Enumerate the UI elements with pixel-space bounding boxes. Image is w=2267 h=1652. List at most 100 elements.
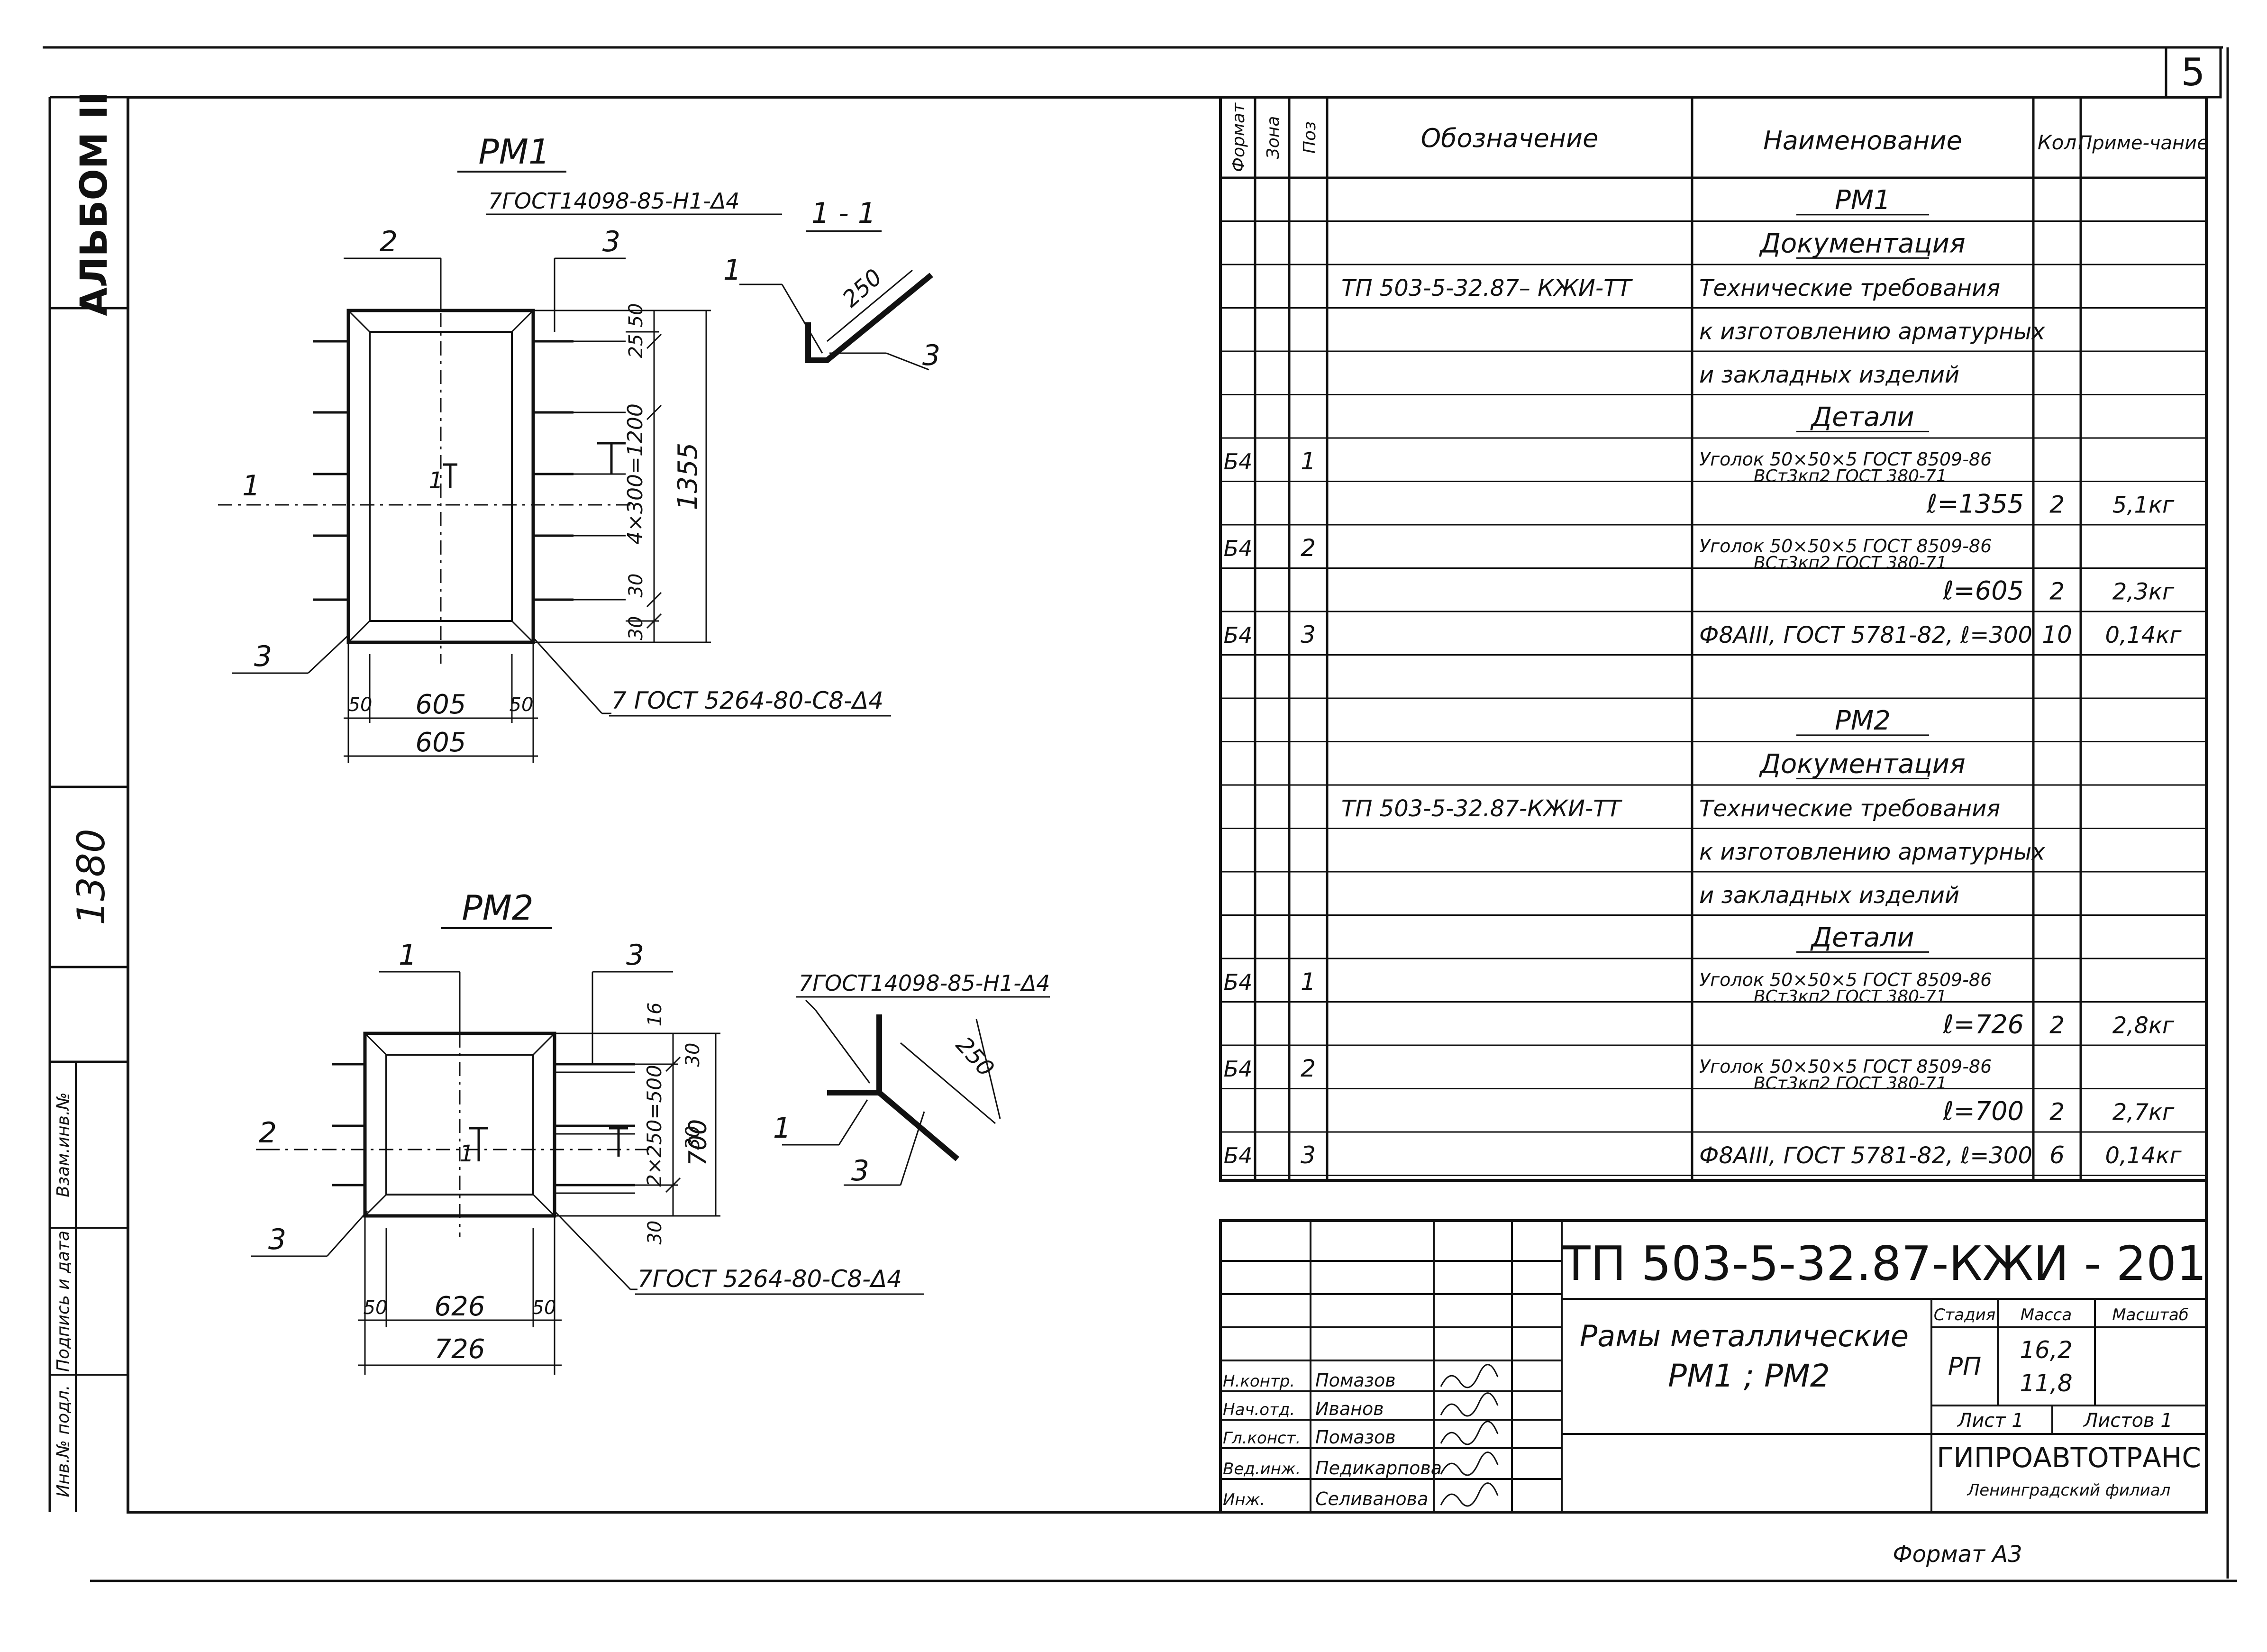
spec-cell-qty: 2 (2049, 1011, 2065, 1039)
rm1-dim-30: 30 (625, 574, 647, 598)
rm1-weld-top: 7ГОСТ14098-85-Н1-Δ4 (488, 188, 740, 214)
spec-cell-name: Уголок 50×50×5 ГОСТ 8509-86 (1699, 1056, 1992, 1077)
spec-cell-name: Уголок 50×50×5 ГОСТ 8509-86 (1699, 969, 1992, 990)
spec-row: Б4 3 Ф8АIII, ГОСТ 5781-82, ℓ=300 6 0,14кг (1224, 1141, 2182, 1169)
spec-cell-name: Ф8АIII, ГОСТ 5781-82, ℓ=300 (1699, 1142, 2032, 1169)
rm1-bw-605: 605 (416, 689, 466, 720)
doc-code: ТП 503-5-32.87-КЖИ - 201 (1561, 1236, 2206, 1291)
rm1-drawing: РМ1 1 (218, 132, 940, 763)
stage-value: РП (1948, 1352, 1981, 1381)
spec-row: РМ2 (1796, 705, 1929, 736)
spec-cell-format: Б4 (1224, 1143, 1253, 1168)
spec-cell-name: Детали (1810, 922, 1914, 953)
title-block: ТП 503-5-32.87-КЖИ - 201 Рамы металличес… (1219, 1219, 2208, 1514)
spec-cell-note: 5,1кг (2112, 492, 2175, 518)
spec-cell-name-sub: ВСт3кп2 ГОСТ 380-71 (1754, 987, 1947, 1006)
spec-cell-pos: 2 (1301, 534, 1316, 562)
spec-cell-name: Документация (1758, 748, 1965, 779)
rm1-bw-605-total: 605 (416, 727, 466, 758)
spec-cell-name: и закладных изделий (1699, 362, 1959, 388)
rm2-section-mark: 1 (459, 1141, 474, 1167)
spec-cell-name: Технические требования (1699, 275, 2000, 301)
specification-table: Формат Зона Поз Обозначение Наименование… (1219, 96, 2209, 1182)
format-label: Формат А3 (1893, 1541, 2022, 1568)
spec-cell-qty: 6 (2049, 1141, 2065, 1169)
rm2-bw-50a: 50 (364, 1297, 388, 1319)
spec-cell-pos: 3 (1301, 1141, 1316, 1169)
doc-name-line1: Рамы металлические (1580, 1319, 1909, 1353)
spec-row: Детали (1796, 402, 1929, 432)
rm1-dim-50: 50 (625, 303, 647, 328)
signature-name: Помазов (1315, 1427, 1396, 1448)
signature-scribble (1440, 1392, 1499, 1417)
spec-row: к изготовлению арматурных (1699, 318, 2045, 345)
spec-cell-name-sub: ВСт3кп2 ГОСТ 380-71 (1754, 553, 1947, 573)
org-name: ГИПРОАВТОТРАНС (1937, 1442, 2201, 1474)
mass-value-1: 16,2 (2020, 1336, 2072, 1364)
spec-cell-qty: 2 (2049, 491, 2065, 518)
signature-role: Гл.конст. (1223, 1429, 1301, 1448)
rm1-section-pos-3: 3 (922, 339, 940, 372)
spec-cell-pos: 1 (1301, 447, 1316, 475)
rm2-dim-2x250: 2×250=500 (643, 1065, 666, 1187)
spec-row: к изготовлению арматурных (1699, 839, 2045, 865)
spec-cell-name-sub: ВСт3кп2 ГОСТ 380-71 (1754, 466, 1947, 486)
stamp-inv-label: Инв.№ подл. (54, 1385, 73, 1497)
rm1-pos-3-top: 3 (602, 225, 620, 258)
spec-cell-format: Б4 (1224, 449, 1253, 475)
spec-cell-name: Ф8АIII, ГОСТ 5781-82, ℓ=300 (1699, 622, 2032, 648)
signature-name: Селиванова (1315, 1488, 1428, 1509)
spec-row: Документация (1758, 228, 1965, 259)
page-number: 5 (2181, 50, 2205, 94)
spec-cell-note: 0,14кг (2105, 622, 2182, 648)
rm2-drawing: РМ2 1 1 (251, 888, 1050, 1375)
spec-cell-pos: 1 (1301, 968, 1316, 995)
rm1-pos-3-bottom: 3 (254, 640, 272, 673)
spec-row: РМ1 (1796, 185, 1929, 216)
doc-name-line2: РМ1 ; РМ2 (1668, 1358, 1830, 1394)
rm2-weld-bottom: 7ГОСТ 5264-80-С8-Δ4 (637, 1265, 902, 1293)
spec-header-note: Приме-чание (2078, 132, 2209, 154)
left-binding-strip: АЛЬБОМ II 1380 Инв.№ подл. Подпись и дат… (48, 91, 128, 1512)
spec-cell-note: 2,3кг (2112, 578, 2175, 605)
spec-row: Детали (1796, 922, 1929, 953)
rm1-weld-bottom: 7 ГОСТ 5264-80-С8-Δ4 (611, 687, 883, 714)
signature-scribble (1440, 1421, 1499, 1445)
signature-scribble (1440, 1482, 1499, 1507)
spec-cell-note: 2,8кг (2112, 1012, 2175, 1039)
spec-cell-note: 0,14кг (2105, 1142, 2182, 1169)
spec-header-format: Формат (1229, 102, 1248, 172)
org-sub: Ленинградский филиал (1967, 1481, 2171, 1500)
spec-cell-name: к изготовлению арматурных (1699, 839, 2045, 865)
spec-cell-name: Детали (1810, 402, 1914, 432)
mass-label: Масса (2021, 1305, 2072, 1324)
spec-cell-name: Документация (1758, 228, 1965, 259)
spec-row: и закладных изделий (1699, 362, 1959, 388)
rm2-bw-626: 626 (435, 1291, 485, 1322)
rm1-dim-25: 25 (625, 334, 647, 358)
signature-scribble (1440, 1364, 1499, 1388)
spec-cell-designation: ТП 503-5-32.87– КЖИ-ТТ (1341, 275, 1633, 301)
signature-role: Инж. (1223, 1490, 1265, 1509)
rm1-pos-1: 1 (242, 469, 260, 502)
spec-cell-qty: 10 (2042, 621, 2072, 648)
spec-header-zone: Зона (1264, 116, 1283, 159)
rm2-pos-2: 2 (259, 1116, 277, 1150)
rm2-title: РМ2 (462, 888, 533, 928)
spec-cell-name: ℓ=700 (1942, 1096, 2024, 1126)
signature-scribble (1440, 1451, 1499, 1476)
spec-cell-format: Б4 (1224, 622, 1253, 648)
signature-name: Иванов (1315, 1398, 1384, 1419)
rm1-title: РМ1 (478, 132, 550, 172)
spec-cell-qty: 2 (2049, 577, 2065, 605)
signature-role: Н.контр. (1223, 1372, 1295, 1391)
